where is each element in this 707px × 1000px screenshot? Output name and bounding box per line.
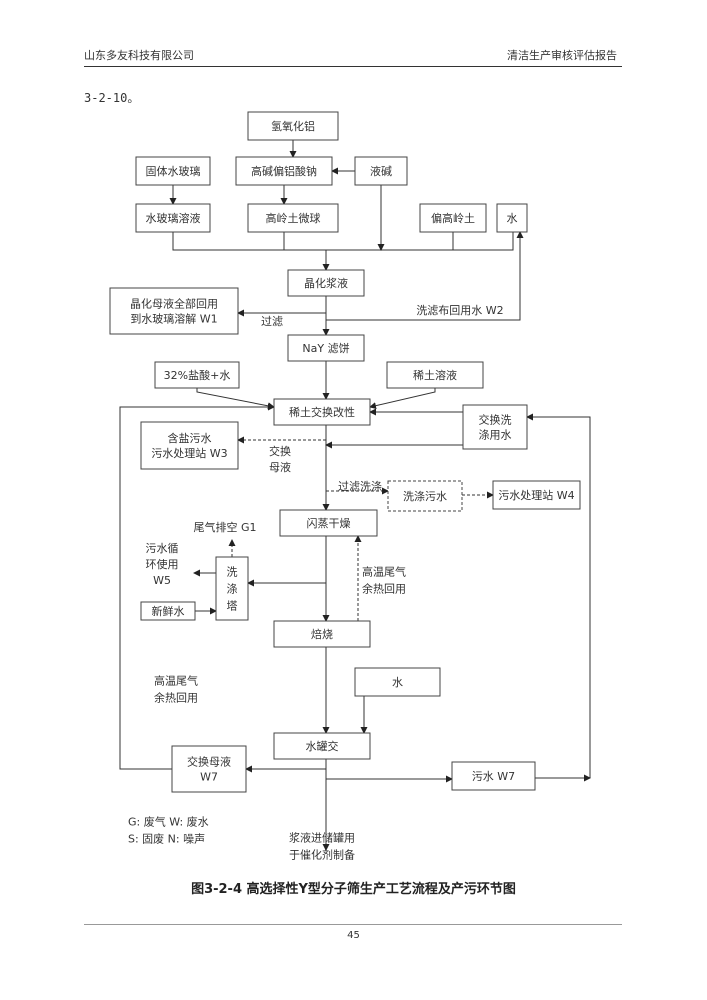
node-aluminum-hydroxide-text: 氢氧化铝 xyxy=(271,119,315,133)
node-metakaolin: 偏高岭土 xyxy=(419,203,487,233)
node-nay-filter-cake: NaY 滤饼 xyxy=(287,334,365,362)
header-divider xyxy=(84,66,622,67)
node-saline-wastewater-text: 污水处理站 W3 xyxy=(151,446,227,460)
node-water-glass-solution: 水玻璃溶液 xyxy=(135,203,211,233)
flow-edges xyxy=(119,140,591,851)
node-scrubber: 洗涤塔 xyxy=(215,556,249,621)
label-exchange-mother-liquor-text: 母液 xyxy=(269,460,291,474)
node-high-alkali-aluminate-text: 高碱偏铝酸钠 xyxy=(251,164,317,178)
node-flash-drying-text: 闪蒸干燥 xyxy=(307,516,351,530)
flow-connector xyxy=(369,388,436,410)
node-solid-water-glass-text: 固体水玻璃 xyxy=(146,164,201,178)
node-exchange-wash-water-text: 交换洗 xyxy=(479,413,512,427)
label-wastewater-recycle-text: 污水循 xyxy=(146,542,179,555)
node-treatment-station-w4: 污水处理站 W4 xyxy=(492,480,581,510)
label-cloth-wash-water-text: 洗滤布回用水 W2 xyxy=(416,304,503,317)
label-heat-recovery-left-text: 余热回用 xyxy=(154,691,198,705)
node-roasting: 焙烧 xyxy=(273,620,371,648)
node-exchange-mother-liquor-w7: 交换母液 W7 xyxy=(171,745,247,793)
node-liquid-alkali: 液碱 xyxy=(354,156,408,186)
node-metakaolin-text: 偏高岭土 xyxy=(431,211,475,225)
label-slurry-to-tank-text: 于催化剂制备 xyxy=(289,848,355,862)
node-rare-earth-solution-text: 稀土溶液 xyxy=(413,368,457,382)
lead-text: 3-2-10。 xyxy=(84,91,140,105)
header-report-title: 清洁生产审核评估报告 xyxy=(507,49,617,62)
node-water-glass-solution-text: 水玻璃溶液 xyxy=(146,211,201,225)
page-number: 45 xyxy=(347,930,360,941)
figure-caption: 图3-2-4 高选择性Y型分子筛生产工艺流程及产污环节图 xyxy=(191,882,516,897)
node-exchange-mother-liquor-w7-text: W7 xyxy=(200,771,218,784)
node-rare-earth-solution: 稀土溶液 xyxy=(386,361,484,389)
label-slurry-to-tank-text: 浆液进储罐用 xyxy=(289,831,355,845)
label-heat-recovery-right-text: 余热回用 xyxy=(362,582,406,596)
node-crystallized-slurry: 晶化浆液 xyxy=(287,269,365,297)
label-heat-recovery-left-text: 高温尾气 xyxy=(154,674,198,688)
node-wastewater-w7-text: 污水 W7 xyxy=(472,770,515,783)
node-water-top-text: 水 xyxy=(507,212,518,225)
label-tail-gas-vent-text: 尾气排空 G1 xyxy=(193,520,256,534)
flow-connector xyxy=(526,413,591,778)
label-filter-text: 过滤 xyxy=(261,315,283,328)
header-company: 山东多友科技有限公司 xyxy=(84,49,194,62)
flow-connector xyxy=(326,231,524,321)
node-hcl-water: 32%盐酸+水 xyxy=(154,361,240,389)
node-water-top: 水 xyxy=(496,203,528,233)
label-exchange-mother-liquor-text: 交换 xyxy=(269,444,291,458)
node-hcl-water-text: 32%盐酸+水 xyxy=(164,368,231,382)
node-water-mid: 水 xyxy=(354,667,441,697)
node-liquid-alkali-text: 液碱 xyxy=(370,164,392,178)
node-saline-wastewater-text: 含盐污水 xyxy=(168,431,212,445)
node-fresh-water: 新鲜水 xyxy=(140,601,196,621)
node-scrubber-text: 洗 xyxy=(227,566,238,579)
label-wastewater-recycle-text: W5 xyxy=(153,574,171,587)
node-scrubber-text: 塔 xyxy=(227,600,238,613)
node-mother-liquor-recycle-text: 到水玻璃溶解 W1 xyxy=(130,312,217,326)
node-wash-wastewater-text: 洗涤污水 xyxy=(403,489,447,503)
flow-connector xyxy=(196,388,275,410)
node-high-alkali-aluminate: 高碱偏铝酸钠 xyxy=(235,156,333,186)
node-treatment-station-w4-text: 污水处理站 W4 xyxy=(498,488,574,502)
node-wash-wastewater: 洗涤污水 xyxy=(387,480,463,512)
node-kaolin-microsphere: 高岭土微球 xyxy=(247,203,339,233)
node-crystallized-slurry-text: 晶化浆液 xyxy=(304,276,348,290)
node-aluminum-hydroxide: 氢氧化铝 xyxy=(247,111,339,141)
node-rare-earth-exchange-text: 稀土交换改性 xyxy=(289,405,355,419)
flow-connector xyxy=(119,403,275,770)
node-roasting-text: 焙烧 xyxy=(311,627,333,641)
legend-text: S: 固废 N: 噪声 xyxy=(128,832,205,846)
label-heat-recovery-right-text: 高温尾气 xyxy=(362,565,406,579)
flow-connector xyxy=(172,232,514,251)
node-water-tank-exchange: 水罐交 xyxy=(273,732,371,760)
flow-nodes: 氢氧化铝固体水玻璃高碱偏铝酸钠液碱水玻璃溶液高岭土微球偏高岭土水晶化浆液晶化母液… xyxy=(109,111,581,793)
node-water-tank-exchange-text: 水罐交 xyxy=(306,739,339,753)
node-rare-earth-exchange: 稀土交换改性 xyxy=(273,398,371,426)
label-wastewater-recycle-text: 环使用 xyxy=(146,558,179,571)
footer-divider xyxy=(84,924,622,925)
node-fresh-water-text: 新鲜水 xyxy=(152,604,185,618)
node-flash-drying: 闪蒸干燥 xyxy=(279,509,378,537)
node-wastewater-w7: 污水 W7 xyxy=(451,761,536,791)
node-scrubber-text: 涤 xyxy=(227,582,238,596)
node-mother-liquor-recycle-text: 晶化母液全部回用 xyxy=(130,297,218,311)
node-kaolin-microsphere-text: 高岭土微球 xyxy=(266,211,321,225)
legend-text: G: 废气 W: 废水 xyxy=(128,815,209,829)
node-exchange-mother-liquor-w7-text: 交换母液 xyxy=(187,755,231,769)
node-exchange-wash-water-text: 涤用水 xyxy=(479,428,512,442)
node-nay-filter-cake-text: NaY 滤饼 xyxy=(302,341,349,355)
node-solid-water-glass: 固体水玻璃 xyxy=(135,156,211,186)
label-filter-wash-text: 过滤洗涤 xyxy=(338,479,382,493)
node-water-mid-text: 水 xyxy=(392,676,403,689)
